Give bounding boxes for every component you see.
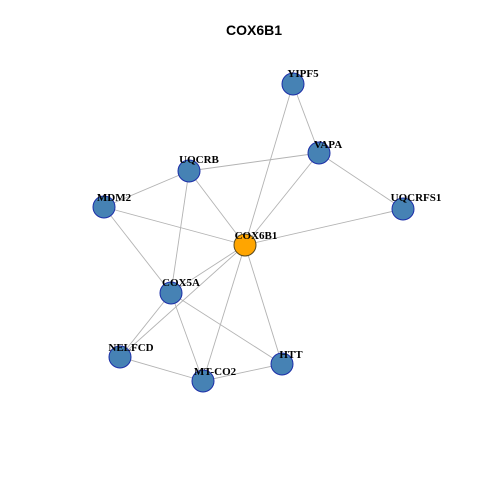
edge-mt-co2-htt: [202, 363, 283, 382]
edge-yipf5-vapa: [292, 83, 320, 154]
node-label-uqcrb: UQCRB: [179, 154, 219, 166]
edge-cox5a-htt: [170, 292, 283, 365]
node-label-htt: HTT: [279, 349, 303, 361]
node-nelfcd[interactable]: [108, 345, 132, 369]
edge-cox6b1-cox5a: [170, 244, 246, 294]
edge-uqcrb-cox5a: [170, 170, 190, 294]
node-mt-co2[interactable]: [191, 369, 215, 393]
edge-vapa-uqcrfs1: [318, 152, 404, 210]
edge-uqcrb-mdm2: [103, 170, 190, 208]
node-label-nelfcd: NELFCD: [108, 342, 153, 354]
edge-vapa-uqcrb: [188, 152, 320, 172]
node-vapa[interactable]: [307, 141, 331, 165]
node-yipf5[interactable]: [281, 72, 305, 96]
edge-uqcrfs1-cox6b1: [244, 208, 404, 246]
edge-cox6b1-htt: [244, 244, 283, 365]
edge-nelfcd-mt-co2: [119, 356, 204, 382]
node-layer: [92, 72, 415, 393]
node-cox5a[interactable]: [159, 281, 183, 305]
node-label-yipf5: YIPF5: [287, 68, 319, 80]
node-mdm2[interactable]: [92, 195, 116, 219]
node-label-mt-co2: MT-CO2: [194, 366, 237, 378]
node-label-cox6b1: COX6B1: [235, 230, 278, 242]
edge-cox6b1-nelfcd: [119, 244, 246, 358]
edge-mdm2-cox5a: [103, 206, 172, 294]
edge-yipf5-cox6b1: [244, 83, 294, 246]
node-htt[interactable]: [270, 352, 294, 376]
edge-layer: [103, 83, 404, 382]
edge-vapa-cox6b1: [244, 152, 320, 246]
node-label-vapa: VAPA: [314, 139, 342, 151]
edge-cox6b1-mt-co2: [202, 244, 246, 382]
edge-cox5a-nelfcd: [119, 292, 172, 358]
node-label-cox5a: COX5A: [162, 277, 200, 289]
node-label-mdm2: MDM2: [97, 192, 132, 204]
node-cox6b1[interactable]: [233, 233, 257, 257]
edge-mdm2-cox6b1: [103, 206, 246, 246]
edge-cox5a-mt-co2: [170, 292, 204, 382]
node-uqcrfs1[interactable]: [391, 197, 415, 221]
node-label-uqcrfs1: UQCRFS1: [391, 192, 442, 204]
edge-uqcrb-cox6b1: [188, 170, 246, 246]
node-uqcrb[interactable]: [177, 159, 201, 183]
graph-title: COX6B1: [226, 22, 282, 38]
